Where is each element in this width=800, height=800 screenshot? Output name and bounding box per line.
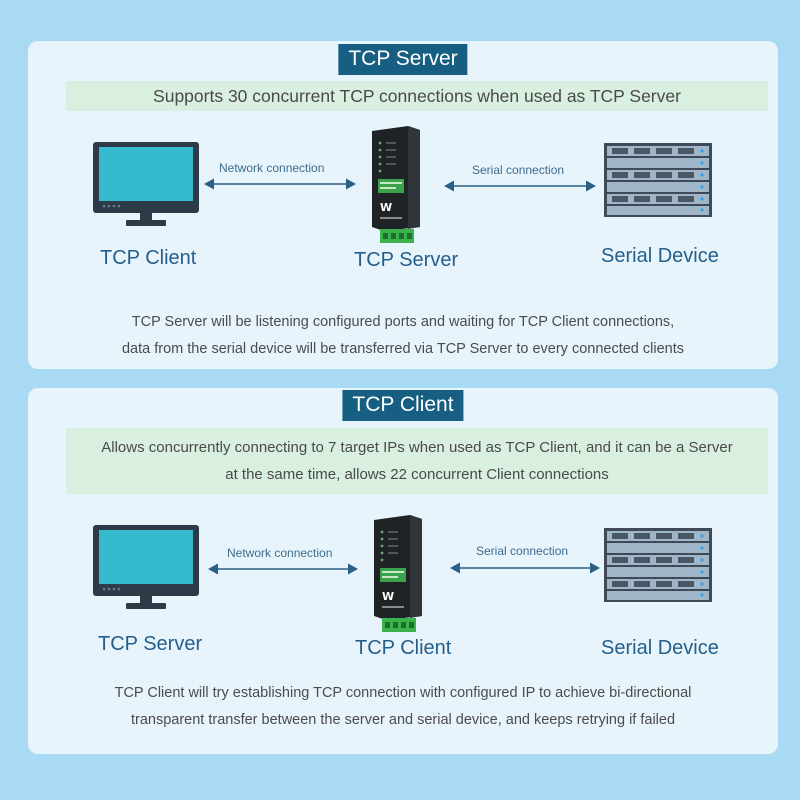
description-line: TCP Client will try establishing TCP con… [114, 685, 692, 701]
serial-server-device-icon: W [374, 515, 422, 632]
monitor-icon [93, 142, 199, 226]
section-description: TCP Client will try establishing TCP con… [28, 680, 778, 734]
tcp-client-panel: TCP Client Allows concurrently connectin… [28, 388, 778, 754]
capacity-band: Supports 30 concurrent TCP connections w… [66, 81, 768, 111]
description-line: transparent transfer between the server … [130, 712, 676, 728]
section-title: TCP Client [342, 390, 464, 421]
capacity-band: Allows concurrently connecting to 7 targ… [66, 428, 768, 494]
right-node-label: Serial Device [601, 245, 719, 267]
center-node-label: TCP Client [355, 637, 452, 659]
capacity-line: Allows concurrently connecting to 7 targ… [101, 439, 733, 456]
serial-connection-arrow [450, 562, 600, 574]
left-node-label: TCP Server [98, 633, 203, 655]
monitor-icon [93, 525, 199, 609]
capacity-line: at the same time, allows 22 concurrent C… [225, 466, 609, 483]
tcp-server-panel: TCP Server Supports 30 concurrent TCP co… [28, 41, 778, 369]
section-description: TCP Server will be listening configured … [28, 309, 778, 363]
server-rack-icon [604, 143, 712, 217]
left-node-label: TCP Client [100, 247, 197, 269]
serial-server-device-icon: W [372, 126, 420, 243]
network-connection-label: Network connection [219, 161, 325, 175]
right-node-label: Serial Device [601, 637, 719, 659]
network-connection-arrow [208, 563, 358, 575]
description-line: data from the serial device will be tran… [121, 341, 684, 357]
svg-text:W: W [380, 201, 392, 214]
center-node-label: TCP Server [354, 249, 459, 271]
network-connection-arrow [204, 178, 356, 190]
serial-connection-label: Serial connection [476, 544, 569, 558]
network-connection-label: Network connection [227, 546, 333, 560]
serial-connection-arrow [444, 180, 596, 192]
description-line: TCP Server will be listening configured … [131, 314, 675, 330]
server-rack-icon [604, 528, 712, 602]
section-title: TCP Server [338, 44, 468, 75]
svg-text:W: W [382, 590, 394, 603]
serial-connection-label: Serial connection [472, 163, 565, 177]
